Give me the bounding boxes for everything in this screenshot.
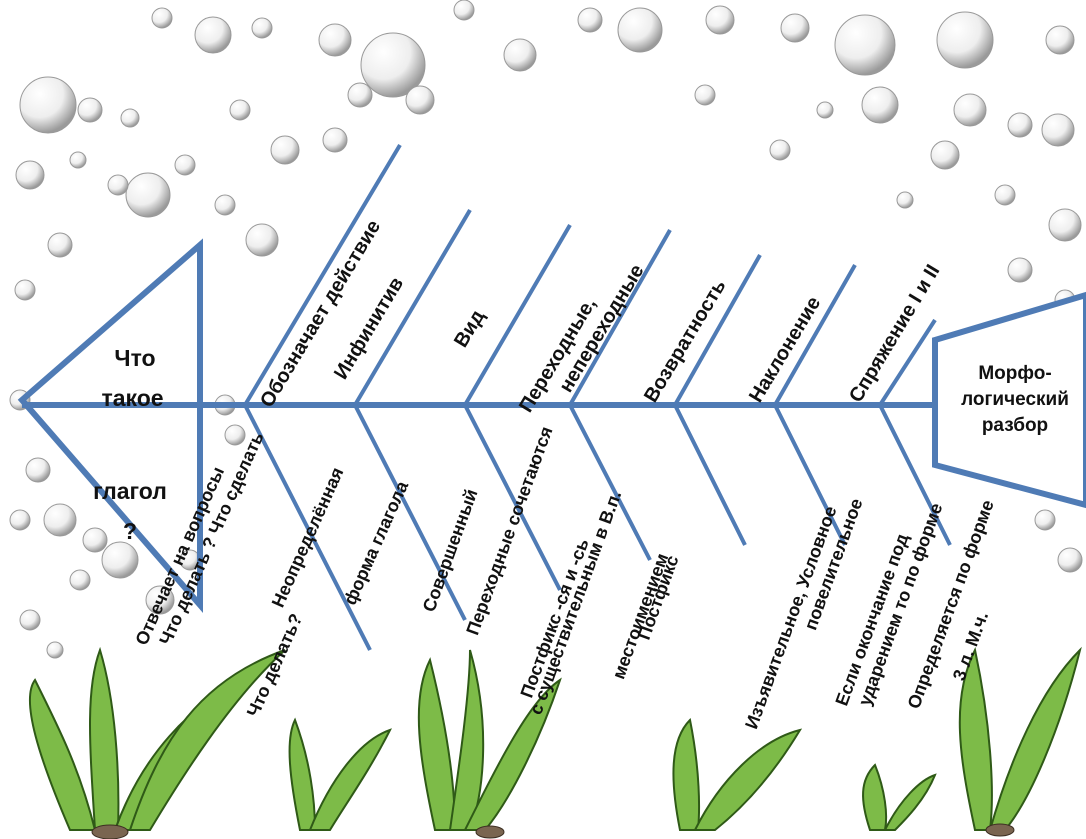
fish-head: [17, 238, 203, 614]
stones-decoration: [91, 823, 1015, 839]
head-line-2: такое: [101, 385, 164, 411]
tail-line-3: разбор: [981, 415, 1049, 436]
head-line-3: глагол: [93, 478, 167, 504]
fish-tail: [932, 291, 1086, 509]
grass-decoration: [28, 646, 1082, 831]
head-line-4: ?: [122, 518, 138, 544]
upper-bones: [243, 143, 937, 407]
tail-line-1: Морфо-: [978, 363, 1052, 384]
bubbles-decoration: [9, 0, 1083, 659]
head-line-1: Что: [114, 345, 156, 371]
lower-bones: [243, 404, 952, 651]
tail-line-2: логический: [961, 389, 1069, 410]
